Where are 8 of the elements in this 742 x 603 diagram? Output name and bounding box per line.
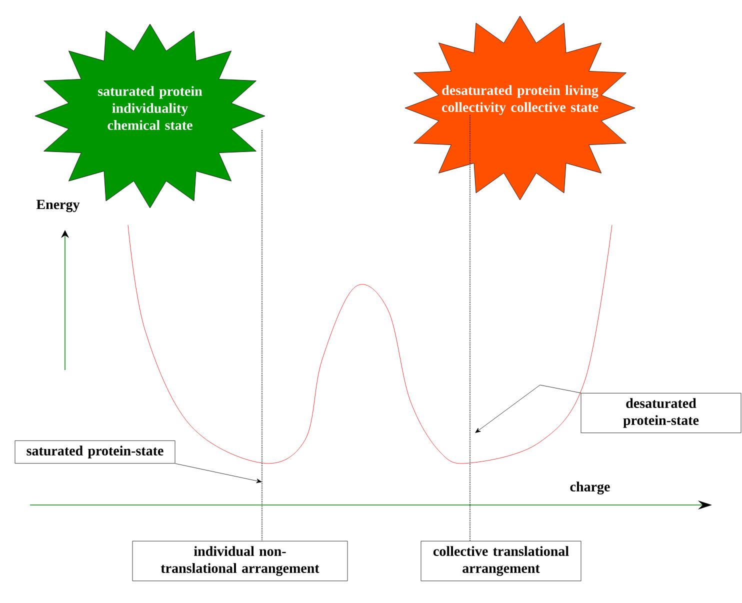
label-box: desaturated protein-state <box>580 392 742 434</box>
leader-line <box>175 463 262 484</box>
label-box: individual non-translational arrangement <box>132 540 348 582</box>
starburst: desaturated protein living collectivity collective state <box>404 16 636 200</box>
label-box: collective translational arrangement <box>420 540 582 582</box>
leader-line <box>475 384 581 433</box>
axis-label: charge <box>568 480 612 496</box>
label-box: saturated protein-state <box>14 440 176 464</box>
